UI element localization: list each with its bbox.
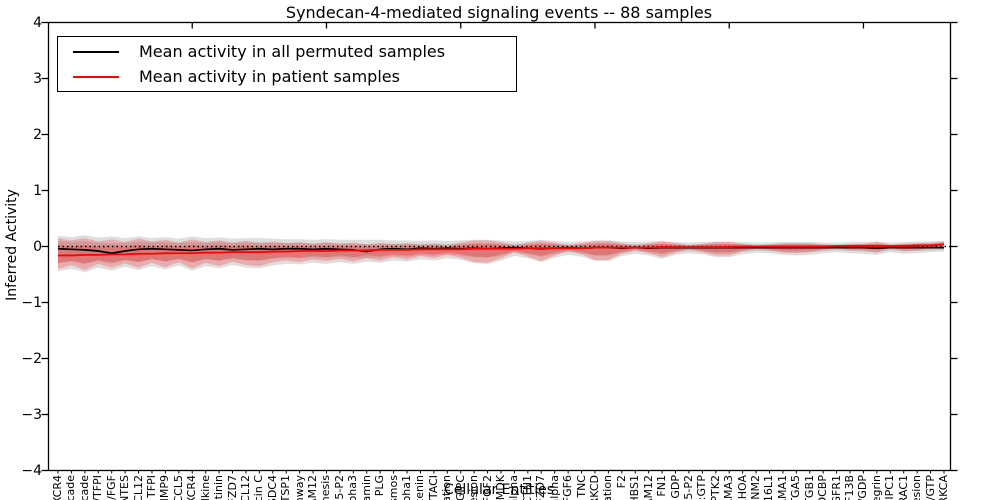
x-tick-label: Syndecan-4/PI-4-5-P2 bbox=[333, 475, 346, 500]
x-tick-label: ITGA5 bbox=[789, 474, 803, 500]
x-tick-label: NUDT16L1 bbox=[762, 475, 775, 500]
x-tick-label: vasculogenesis bbox=[319, 475, 332, 500]
x-tick-label: THBS1 bbox=[628, 474, 642, 500]
x-tick-label: MMP9 bbox=[158, 474, 172, 500]
x-tick-label: Syndecan-4/CXCL12/CXCR4 bbox=[51, 475, 64, 500]
x-tick-label: mol:PI-4-5-P2 bbox=[682, 475, 695, 500]
x-tick-label: Syndecan-4/PI-4-5-P2/PKC alpha bbox=[548, 475, 561, 500]
x-tick-label: Syndecan-4/FZD7 bbox=[226, 475, 239, 500]
x-tick-label: Syndecan-4/GIPC bbox=[454, 475, 467, 500]
x-tick-label: Syndecan-4/Syndesmos bbox=[387, 475, 400, 500]
x-tick-label: Syndecan-4/PKC alpha bbox=[507, 475, 520, 500]
x-tick-label: FGF2 bbox=[480, 474, 494, 500]
x-tick-label: Syndecan-4/TSP1 bbox=[279, 475, 292, 500]
x-tick-label: FN1 bbox=[655, 474, 669, 497]
y-tick-label: 3 bbox=[33, 70, 42, 87]
x-tick-label: positive regulation of MAPKKK cascade bbox=[78, 475, 91, 500]
x-axis-label: Cellular Entities bbox=[443, 482, 555, 498]
y-tick-label: −4 bbox=[21, 462, 42, 479]
y-tick-label: 2 bbox=[33, 126, 42, 143]
x-tick-label: F2 bbox=[614, 474, 628, 488]
x-tick-label: Syndecan-4/Dynamin bbox=[360, 475, 373, 500]
legend-entry-permuted: Mean activity in all permuted samples bbox=[58, 39, 516, 64]
x-tick-label: cell migration bbox=[601, 475, 614, 500]
x-tick-label: PRKCD bbox=[587, 474, 601, 500]
x-tick-label: Syndecan-4/alpha-Actinin bbox=[212, 475, 225, 500]
x-tick-label: Syndecan-4/Tenascin C bbox=[252, 475, 265, 500]
legend-line-patient-icon bbox=[73, 75, 119, 78]
legend-line-permuted-icon bbox=[73, 50, 119, 53]
x-tick-label: mol:GTP bbox=[695, 474, 709, 500]
x-tick-label: CXCR4 bbox=[185, 474, 199, 500]
x-tick-label: mol:GDP bbox=[668, 474, 682, 500]
x-tick-label: Syndecan-4/TFPI bbox=[91, 475, 104, 500]
x-tick-label: GIPC1 bbox=[883, 474, 897, 500]
legend-label-patient: Mean activity in patient samples bbox=[139, 67, 400, 86]
legend: Mean activity in all permuted samples Me… bbox=[57, 36, 517, 92]
x-tick-label: LAMA3 bbox=[722, 474, 736, 500]
y-tick-label: −3 bbox=[21, 406, 42, 423]
x-tick-label: CCL5 bbox=[171, 474, 185, 500]
x-tick-label: LAMA1 bbox=[775, 474, 789, 500]
x-tick-label: CXCL12 bbox=[238, 474, 252, 500]
x-tick-label: integrin-mediated signaling pathway bbox=[293, 475, 306, 500]
x-tick-label: positive regulation of cell adhesion bbox=[467, 475, 480, 500]
x-tick-label: PTK2 bbox=[708, 474, 722, 500]
legend-entry-patient: Mean activity in patient samples bbox=[58, 64, 516, 89]
x-tick-label: MDK bbox=[494, 474, 507, 500]
x-tick-label: cell adhesion bbox=[910, 475, 923, 500]
y-tick-label: 4 bbox=[33, 14, 42, 31]
x-tick-label: FZD7 bbox=[534, 474, 548, 500]
x-tick-label: Syndecan-4/Laminin alpha1 bbox=[400, 475, 413, 500]
y-tick-label: 0 bbox=[33, 238, 42, 255]
x-tick-label: Syndecan-4/CXCL12 bbox=[132, 475, 145, 500]
x-tick-label: FGF6 bbox=[561, 474, 575, 500]
x-tick-label: PRKCA bbox=[937, 474, 950, 500]
x-tick-label: RHOA bbox=[735, 474, 749, 500]
x-tick-label: Syndecan-4/Syntenin bbox=[413, 475, 426, 500]
x-tick-label: ITGB1 bbox=[802, 474, 816, 500]
permuted-samples-range-band-outer bbox=[58, 235, 944, 273]
x-tick-label: SDCBP bbox=[816, 474, 830, 500]
patient-mean-line bbox=[58, 243, 945, 257]
x-tick-label: positive regulation of JNK cascade bbox=[64, 475, 77, 500]
x-tick-label: TNFRSF13B bbox=[843, 475, 856, 500]
legend-label-permuted: Mean activity in all permuted samples bbox=[139, 42, 446, 61]
x-tick-label: Syndecan-4/Laminin alpha3 bbox=[346, 475, 359, 500]
x-tick-label: Rac1/GDP bbox=[856, 475, 869, 500]
y-tick-label: −1 bbox=[21, 294, 42, 311]
x-tick-label: Syndecan-4/FGFR1/FGF bbox=[105, 475, 118, 500]
x-tick-label: Syndecan-4/Midkine bbox=[199, 475, 212, 500]
x-tick-label: cytoskeleton organization bbox=[440, 475, 453, 500]
y-tick-label: −2 bbox=[21, 350, 42, 367]
x-tick-label: ACTN1 bbox=[520, 474, 534, 500]
x-tick-label: Syndecan-4/RANTES bbox=[118, 475, 131, 500]
x-tick-label: RAC1 bbox=[896, 474, 910, 500]
x-tick-label: SDC4 bbox=[265, 474, 279, 500]
chart-title: Syndecan-4-mediated signaling events -- … bbox=[285, 3, 713, 22]
x-tick-label: ADAM12 bbox=[641, 474, 655, 500]
x-tick-label: Syndecan-4/ADAM12 bbox=[306, 475, 319, 500]
x-tick-label: FGFR1 bbox=[829, 474, 843, 500]
x-tick-label: Syndecan-4/TACI bbox=[427, 475, 440, 500]
x-tick-label: alpha5/beta1 Integrin bbox=[870, 475, 883, 500]
x-tick-label: TNC bbox=[574, 474, 588, 498]
y-tick-label: 1 bbox=[33, 182, 42, 199]
x-tick-label: DNM2 bbox=[749, 474, 763, 500]
x-tick-label: PLG bbox=[373, 474, 387, 496]
x-tick-label: TFPI bbox=[144, 474, 158, 498]
x-tick-label: Rac1/GTP bbox=[924, 475, 937, 500]
